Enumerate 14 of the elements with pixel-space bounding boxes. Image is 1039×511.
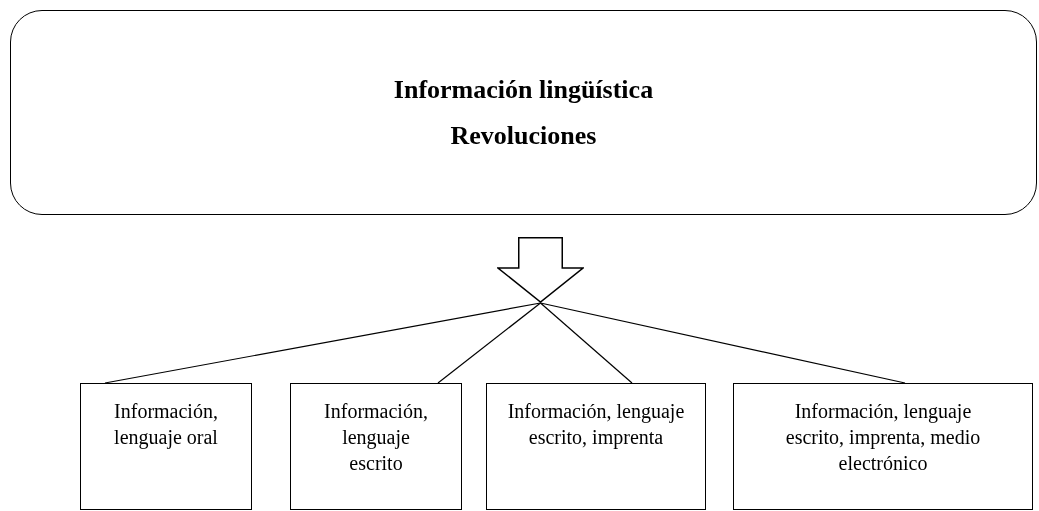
box-text: Información, lenguaje escrito, imprenta — [506, 399, 686, 450]
text-box — [80, 383, 252, 510]
connector-line — [539, 302, 633, 384]
text-box — [486, 383, 706, 510]
rounded-title-box — [10, 10, 1037, 215]
text-box — [733, 383, 1033, 510]
box-text: Información, lenguaje escrito — [323, 399, 429, 476]
subtitle-text: Revoluciones — [449, 121, 598, 151]
title-text: Información lingüística — [392, 75, 655, 105]
connector-line — [437, 302, 542, 384]
connector-line — [539, 302, 906, 384]
box-text: Información, lenguaje escrito, imprenta, medio electrónico — [784, 399, 982, 476]
box-text: Información, lenguaje oral — [113, 399, 219, 450]
text-box — [290, 383, 462, 510]
